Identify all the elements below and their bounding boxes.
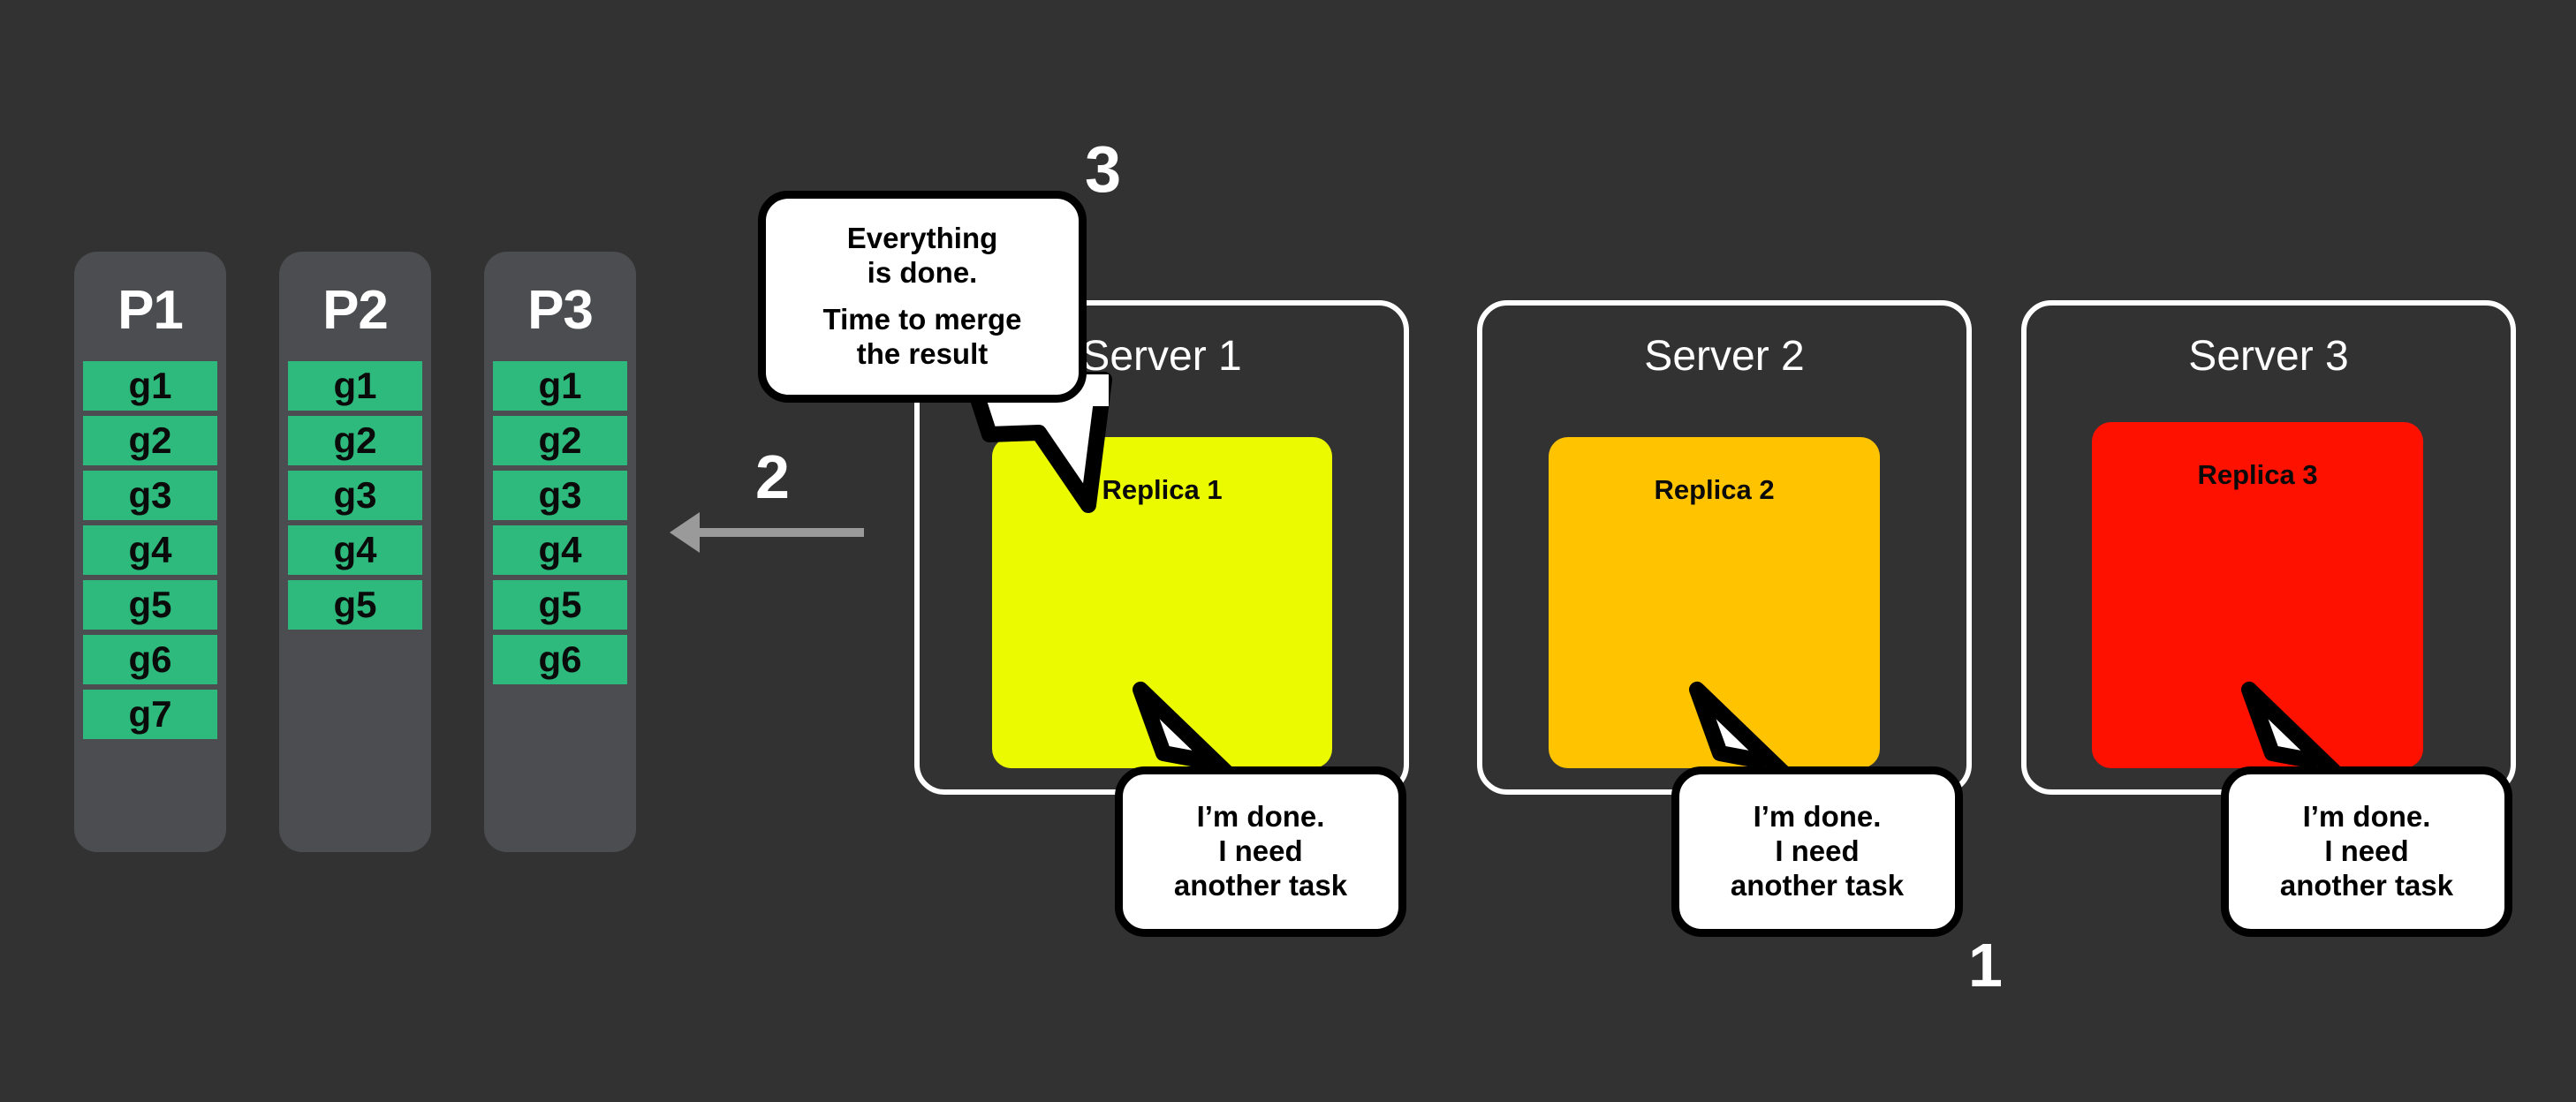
replica-3-block: Replica 3 xyxy=(2092,422,2423,768)
task-block: g5 xyxy=(288,580,422,630)
partition-p2: P2 g1 g2 g3 g4 g5 xyxy=(279,252,431,852)
partition-p3: P3 g1 g2 g3 g4 g5 g6 xyxy=(484,252,636,852)
replica-1-block: Replica 1 xyxy=(992,437,1332,768)
bubble-text-line: Time to merge xyxy=(822,303,1022,336)
task-block: g7 xyxy=(83,690,217,739)
task-block: g3 xyxy=(493,471,627,520)
arrow-head-icon xyxy=(670,512,700,553)
task-block: g2 xyxy=(83,416,217,465)
partition-title: P3 xyxy=(527,280,594,341)
task-block: g2 xyxy=(493,416,627,465)
bubble-text-line: I’m done. xyxy=(1196,800,1325,834)
task-block: g6 xyxy=(493,635,627,684)
replica-label: Replica 1 xyxy=(1102,474,1223,505)
bubble-text-line: I need xyxy=(2324,834,2409,868)
task-block: g6 xyxy=(83,635,217,684)
merge-speech-bubble: Everything is done. Time to merge the re… xyxy=(758,191,1087,403)
task-block: g3 xyxy=(83,471,217,520)
replica-label: Replica 2 xyxy=(1654,474,1775,505)
task-block: g4 xyxy=(83,525,217,575)
server-title: Server 1 xyxy=(1081,333,1242,380)
bubble-text-line: another task xyxy=(2279,868,2454,902)
replica-2-block: Replica 2 xyxy=(1549,437,1880,768)
task-block: g4 xyxy=(493,525,627,575)
bubble-text-line: I’m done. xyxy=(1753,800,1882,834)
done-speech-bubble-1: I’m done. I need another task xyxy=(1115,766,1406,937)
server-title: Server 2 xyxy=(1644,333,1805,380)
done-speech-bubble-2: I’m done. I need another task xyxy=(1671,766,1963,937)
partition-title: P2 xyxy=(322,280,389,341)
replica-label: Replica 3 xyxy=(2197,459,2318,490)
partition-p1: P1 g1 g2 g3 g4 g5 g6 g7 xyxy=(74,252,226,852)
task-block: g3 xyxy=(288,471,422,520)
bubble-text-line: is done. xyxy=(867,256,978,290)
bubble-text-line: I’m done. xyxy=(2302,800,2431,834)
step-number-2: 2 xyxy=(755,442,790,511)
task-block: g1 xyxy=(493,361,627,411)
arrow-line xyxy=(696,528,864,537)
bubble-text-line: another task xyxy=(1730,868,1905,902)
bubble-text-line: Everything xyxy=(846,222,998,255)
task-list: g1 g2 g3 g4 g5 g6 xyxy=(484,361,636,684)
task-block: g1 xyxy=(288,361,422,411)
partition-title: P1 xyxy=(117,280,184,341)
bubble-text-line: another task xyxy=(1173,868,1348,902)
task-block: g1 xyxy=(83,361,217,411)
step-number-3: 3 xyxy=(1085,132,1122,206)
step-number-1: 1 xyxy=(1968,931,2003,1000)
task-list: g1 g2 g3 g4 g5 g6 g7 xyxy=(74,361,226,739)
merge-arrow xyxy=(670,512,873,553)
bubble-text-line: the result xyxy=(856,336,989,370)
bubble-text-line: I need xyxy=(1218,834,1303,868)
done-speech-bubble-3: I’m done. I need another task xyxy=(2221,766,2512,937)
task-block: g4 xyxy=(288,525,422,575)
task-block: g2 xyxy=(288,416,422,465)
task-block: g5 xyxy=(83,580,217,630)
bubble-text-line: I need xyxy=(1775,834,1860,868)
task-list: g1 g2 g3 g4 g5 xyxy=(279,361,431,630)
server-title: Server 3 xyxy=(2188,333,2349,380)
task-block: g5 xyxy=(493,580,627,630)
